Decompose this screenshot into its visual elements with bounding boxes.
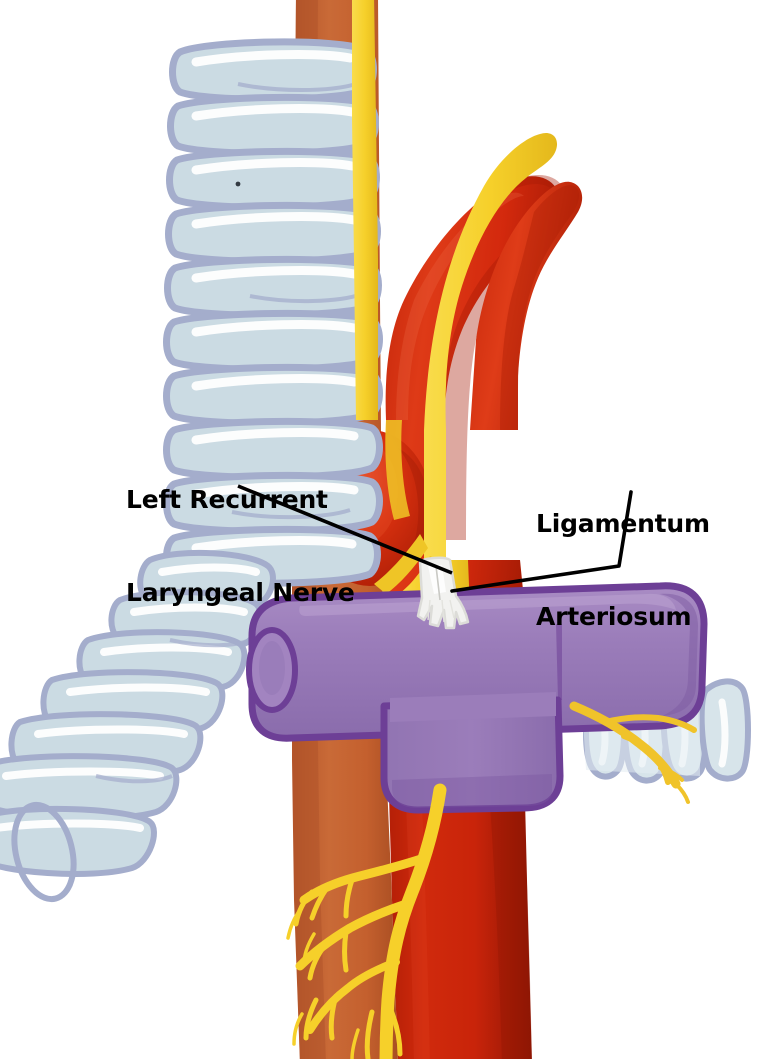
vagus-nerve — [352, 0, 558, 790]
esophageal-nerve-plexus — [286, 783, 447, 1059]
left-main-bronchus — [0, 549, 276, 903]
label-lrln-line1: Left Recurrent — [126, 485, 328, 514]
annotation-leader-lines — [237, 484, 633, 593]
ligamentum-arteriosum-band — [416, 556, 470, 630]
left-subclavian-artery — [470, 181, 583, 430]
leader-line-ligamentum-arteriosum — [450, 490, 633, 593]
label-ligamentum-arteriosum: Ligamentum Arteriosum — [536, 446, 710, 694]
label-lrln-line2: Laryngeal Nerve — [126, 578, 355, 607]
leader-line-left-recurrent-laryngeal-nerve — [237, 484, 453, 575]
label-la-line1: Ligamentum — [536, 509, 710, 538]
label-la-line2: Arteriosum — [536, 602, 692, 631]
pulmonary-artery — [246, 582, 708, 814]
label-left-recurrent-laryngeal-nerve: Left Recurrent Laryngeal Nerve — [126, 422, 355, 670]
right-bronchus-nerve-branches — [569, 701, 697, 804]
